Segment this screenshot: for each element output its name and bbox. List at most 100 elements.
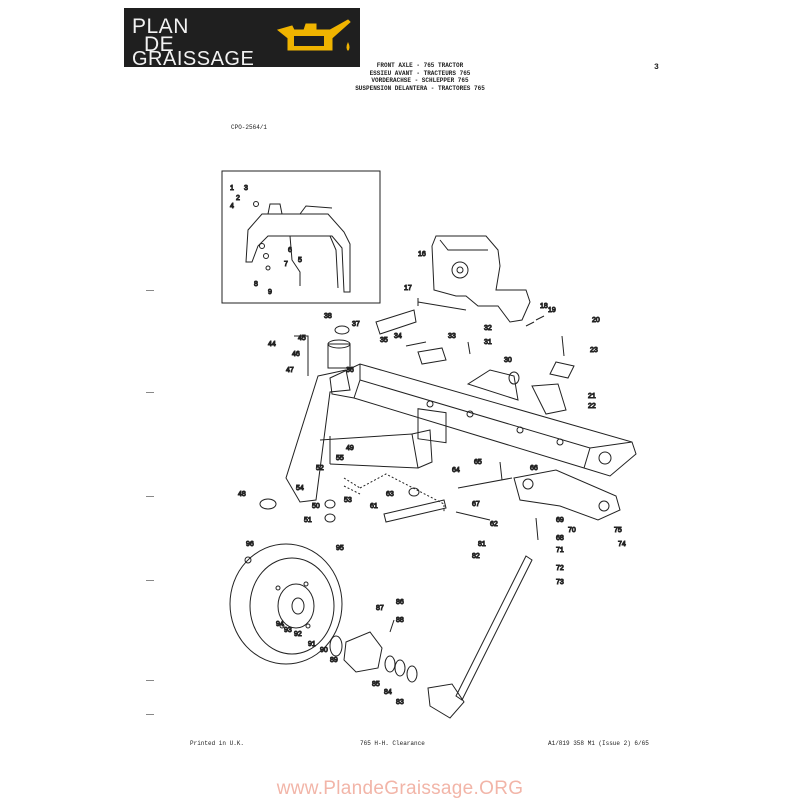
- part-label: 71: [556, 547, 564, 554]
- footer-printed: Printed in U.K.: [190, 740, 245, 747]
- part-label: 31: [484, 339, 492, 346]
- bolt: [467, 341, 471, 355]
- part-label: 85: [372, 681, 380, 688]
- part-label: 19: [548, 307, 556, 314]
- part-label: 64: [452, 467, 460, 474]
- part-label: 9: [268, 289, 272, 296]
- part-label: 67: [472, 501, 480, 508]
- part-label: 61: [370, 503, 378, 510]
- title-line-fr: ESSIEU AVANT - TRACTEURS 765: [369, 69, 471, 77]
- part-label: 91: [308, 641, 316, 648]
- track-rod-end: [457, 477, 513, 489]
- bracket-45-46: [294, 335, 309, 376]
- part-label: 33: [448, 333, 456, 340]
- part-label: 87: [376, 605, 384, 612]
- part-label: 4: [230, 203, 234, 210]
- stud: [389, 619, 395, 633]
- part-label: 3: [244, 185, 248, 192]
- kingpin-housing: [327, 343, 351, 369]
- part-label: 84: [384, 689, 392, 696]
- wheel-hub: [329, 631, 418, 683]
- part-label: 72: [556, 565, 564, 572]
- part-label: 45: [298, 335, 306, 342]
- leader-dash: [343, 477, 361, 495]
- part-label: 65: [474, 459, 482, 466]
- part-label: 32: [484, 325, 492, 332]
- part-label: 44: [268, 341, 276, 348]
- reference-code: CPO-2564/1: [231, 124, 268, 131]
- part-label: 74: [618, 541, 626, 548]
- part-label: 20: [592, 317, 600, 324]
- part-label: 51: [304, 517, 312, 524]
- part-label: 16: [418, 251, 426, 258]
- part-label: 2: [236, 195, 240, 202]
- part-label: 69: [556, 517, 564, 524]
- track-rod: [383, 499, 447, 523]
- part-label: 95: [336, 545, 344, 552]
- margin-mark: [146, 580, 154, 581]
- bolt: [405, 341, 427, 347]
- part-label: 36: [346, 367, 354, 374]
- part-label: 30: [504, 357, 512, 364]
- plate: [417, 347, 447, 365]
- watermark-url: www.PlandeGraissage.ORG: [276, 778, 524, 799]
- part-label: 66: [530, 465, 538, 472]
- part-label: 90: [320, 647, 328, 654]
- part-label: 63: [386, 491, 394, 498]
- axle-beam: [329, 363, 637, 477]
- part-label: 18: [540, 303, 548, 310]
- part-label: 88: [396, 617, 404, 624]
- footer-center: 765 H-H. Clearance: [360, 740, 425, 747]
- part-label: 68: [556, 535, 564, 542]
- title-line-es: SUSPENSION DELANTERA - TRACTORES 765: [355, 84, 485, 92]
- pivot-bracket: [431, 235, 531, 323]
- part-label: 94: [276, 621, 284, 628]
- part-label: 38: [324, 313, 332, 320]
- margin-mark: [146, 392, 154, 393]
- part-label: 22: [588, 403, 596, 410]
- pivot-bolt: [417, 298, 467, 311]
- part-label: 7: [284, 261, 288, 268]
- part-label: 6: [288, 247, 292, 254]
- part-label: 89: [330, 657, 338, 664]
- inset-axle-frame: [245, 201, 351, 293]
- part-label: 62: [490, 521, 498, 528]
- part-label: 92: [294, 631, 302, 638]
- bolt: [561, 335, 565, 357]
- part-label: 46: [292, 351, 300, 358]
- bolt: [499, 461, 503, 481]
- part-label: 49: [346, 445, 354, 452]
- part-label: 34: [394, 333, 402, 340]
- part-label: 70: [568, 527, 576, 534]
- plate: [549, 361, 575, 379]
- washer: [324, 499, 336, 509]
- margin-mark: [146, 290, 154, 291]
- part-label: 73: [556, 579, 564, 586]
- pivot-pin: [375, 309, 417, 335]
- part-label: 17: [404, 285, 412, 292]
- grease-nipple: [408, 487, 420, 497]
- part-label: 5: [298, 257, 302, 264]
- bolt: [455, 511, 491, 521]
- part-label: 52: [316, 465, 324, 472]
- logo-text-plan: PLAN: [132, 15, 189, 38]
- part-label: 21: [588, 393, 596, 400]
- page-number: 3: [654, 63, 659, 72]
- steering-arm: [513, 469, 621, 521]
- part-label: 47: [286, 367, 294, 374]
- part-label: 55: [336, 455, 344, 462]
- nut: [324, 513, 336, 523]
- margin-mark: [146, 714, 154, 715]
- washer-pair: [525, 315, 545, 327]
- kingpin-bush: [327, 339, 351, 349]
- part-label: 53: [344, 497, 352, 504]
- drag-link-end: [427, 683, 465, 719]
- part-label: 86: [396, 599, 404, 606]
- footer-reference: A1/819 358 M1 (Issue 2) 6/65: [548, 740, 649, 747]
- logo: PLAN DE GRAISSAGE: [124, 8, 360, 69]
- part-label: 1: [230, 185, 234, 192]
- margin-mark: [146, 680, 154, 681]
- part-label: 75: [614, 527, 622, 534]
- part-label: 50: [312, 503, 320, 510]
